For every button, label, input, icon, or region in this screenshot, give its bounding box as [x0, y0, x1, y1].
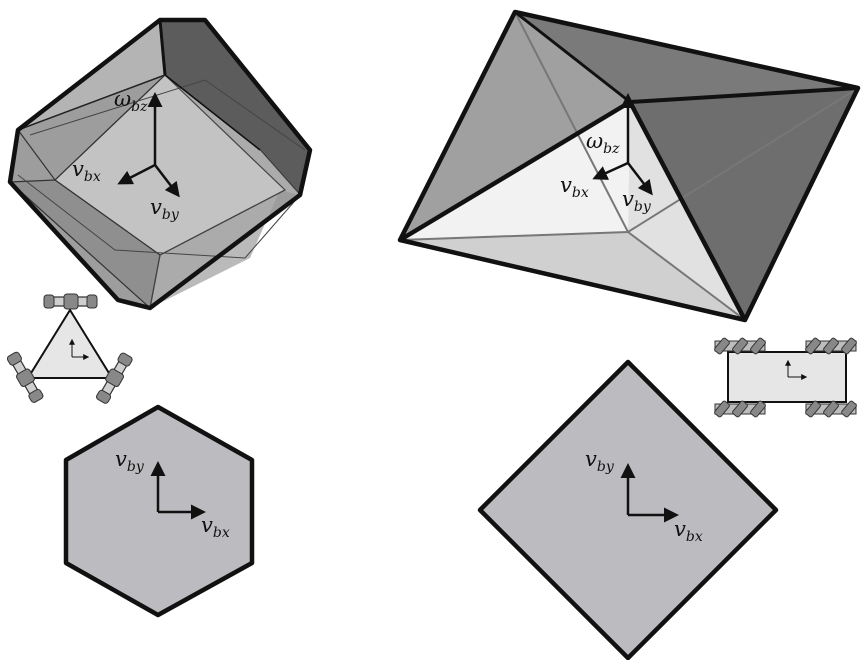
mecanum-wheel-top-left — [714, 337, 766, 354]
octahedron-velocity-set: ωbz vbx vby — [400, 12, 858, 320]
mecanum-wheel-bottom-left — [714, 400, 766, 417]
four-wheel-mecanum-robot — [714, 337, 857, 417]
mecanum-wheel-bottom-right — [805, 400, 857, 417]
mecanum-wheel-top-right — [805, 337, 857, 354]
three-wheel-omni-robot — [5, 294, 134, 405]
robot-body-rect — [728, 352, 846, 402]
zonohedron-velocity-set: ωbz vbx vby — [10, 20, 310, 308]
robot-body-triangle — [28, 310, 112, 378]
omni-wheel-top — [44, 294, 97, 309]
hexagon-velocity-set: vby vbx — [66, 407, 252, 615]
